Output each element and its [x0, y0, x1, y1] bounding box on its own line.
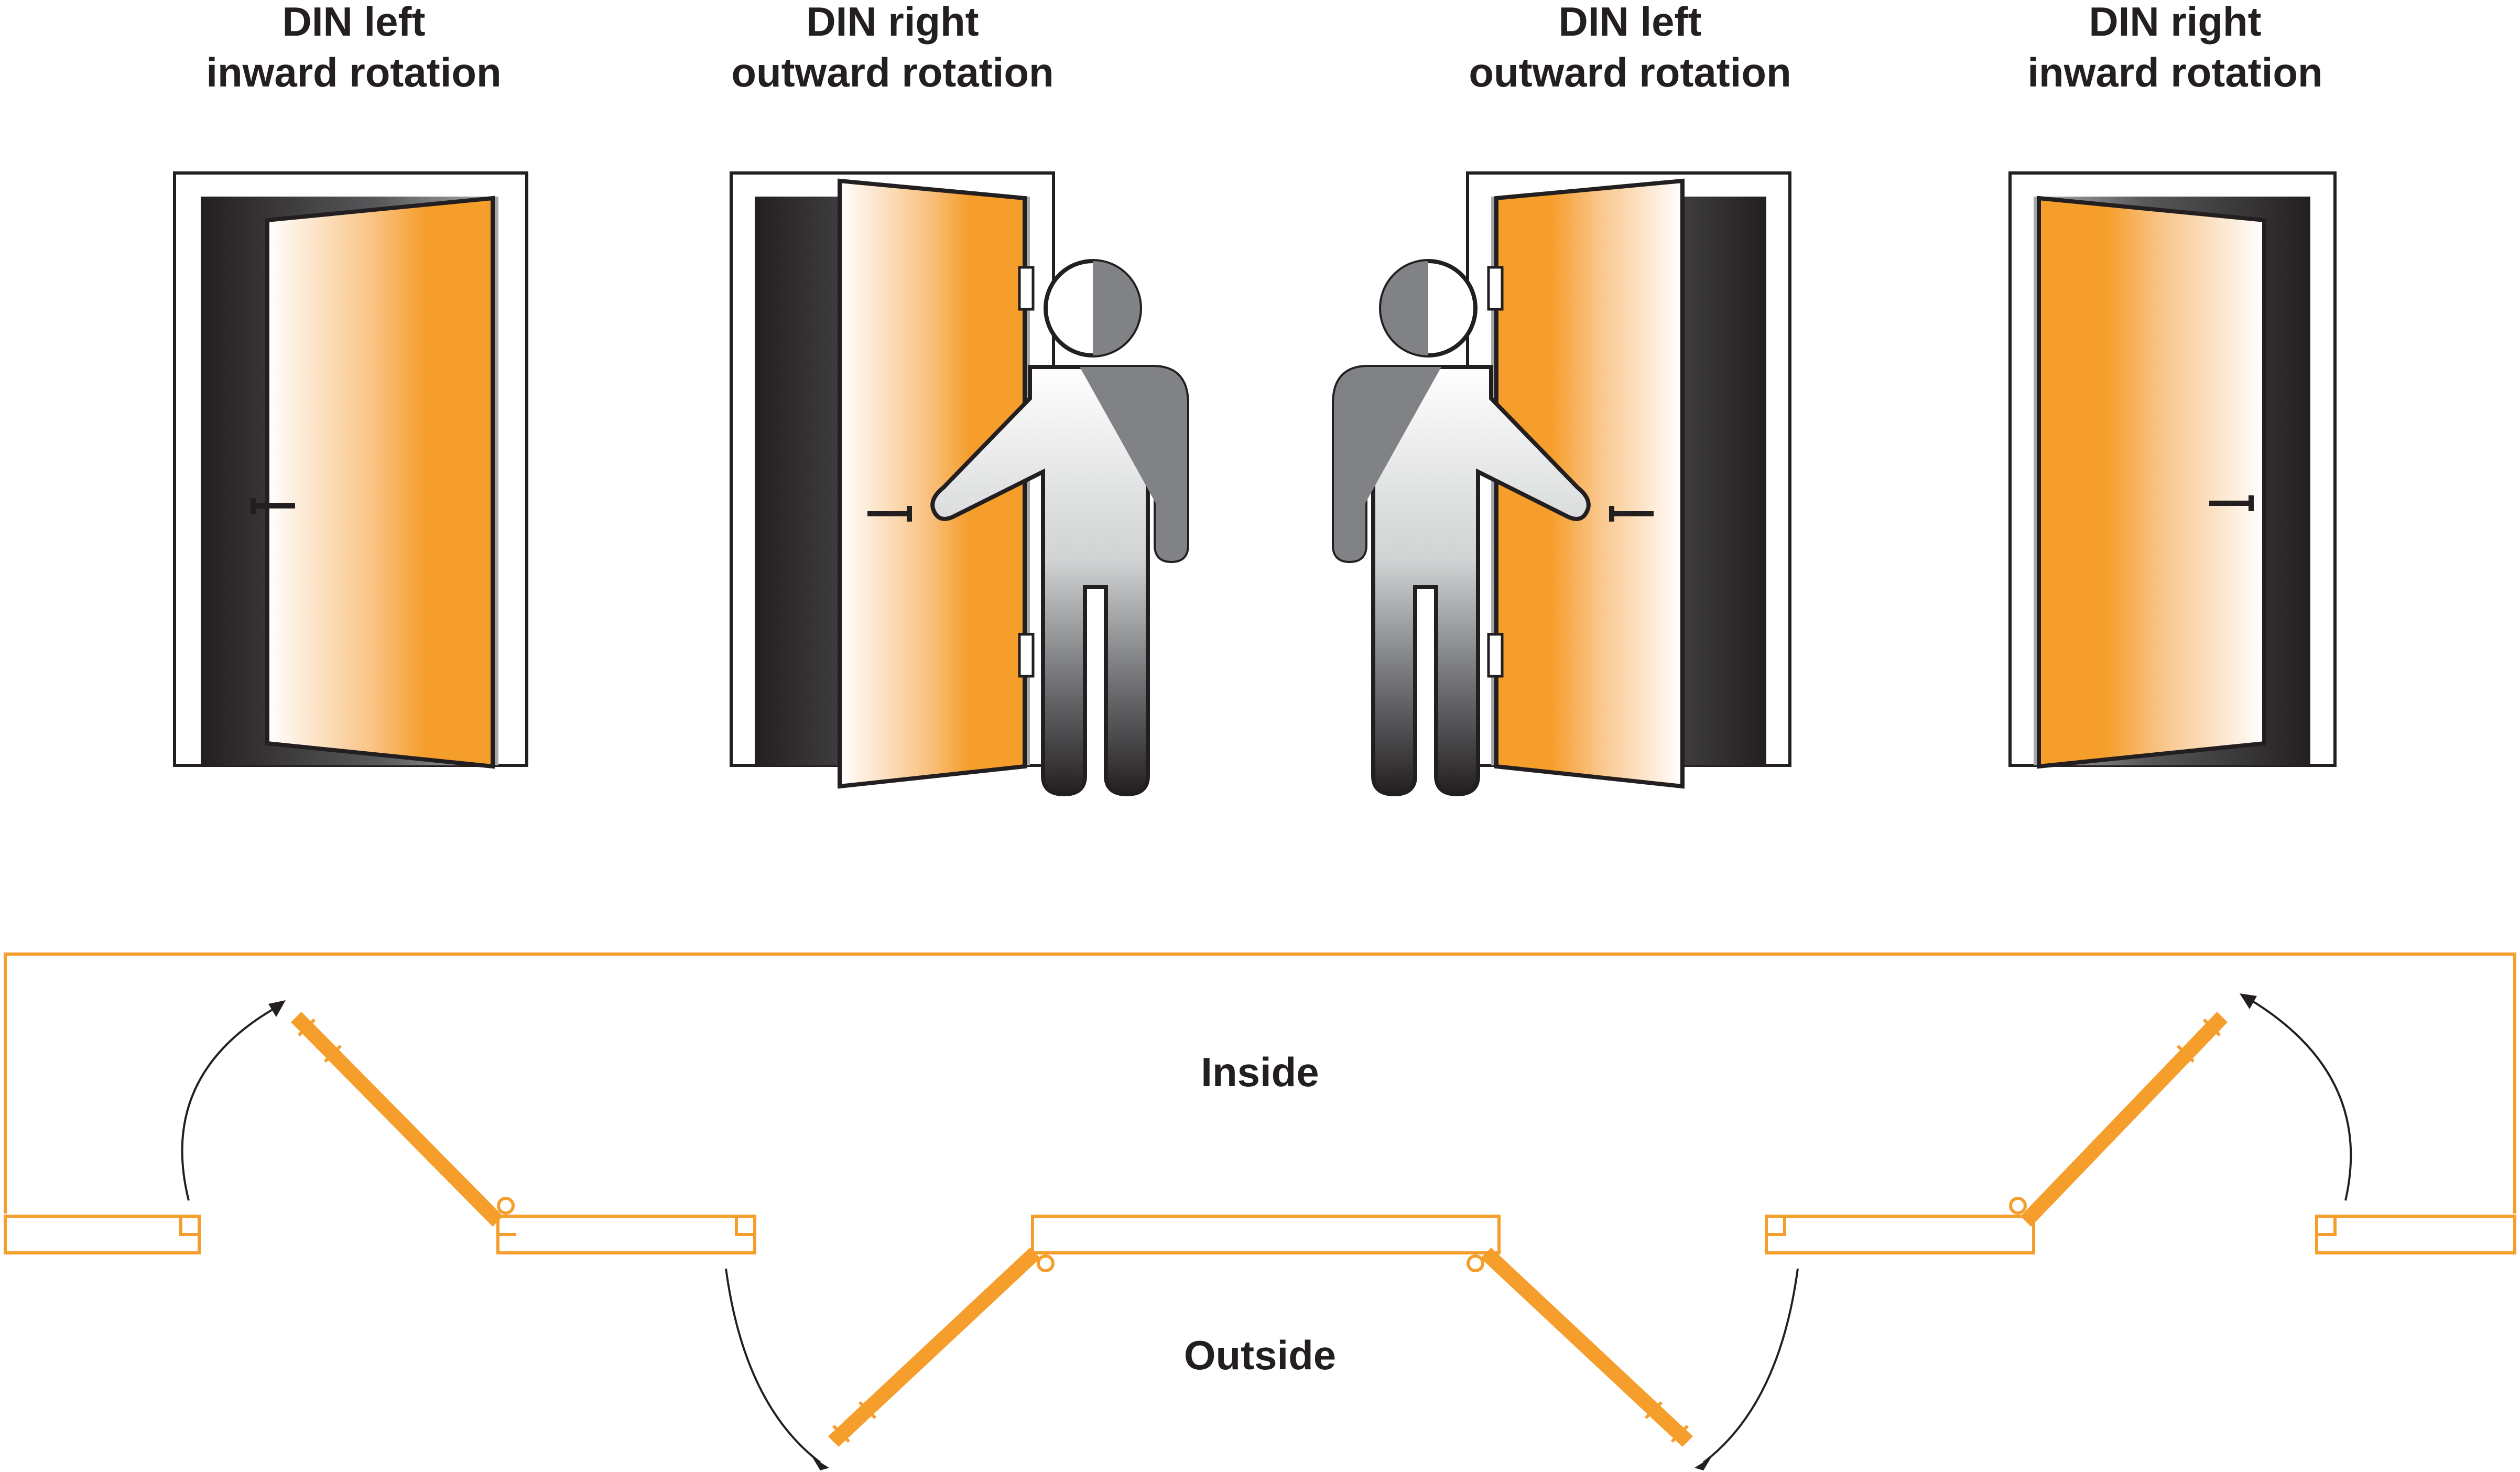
floor-plan: Inside Outside [4, 953, 2516, 1470]
door-2-illustration [730, 171, 1189, 797]
handle-icon [2209, 501, 2254, 506]
door-leaf [1494, 178, 1685, 789]
wall-segment [496, 1215, 756, 1254]
wall-segment [1765, 1215, 2035, 1254]
wall-segment [2315, 1215, 2516, 1254]
swing-arrow-icon [725, 1268, 829, 1470]
wall-segment [1031, 1215, 1501, 1254]
door-1-illustration [173, 171, 528, 769]
hinge-icon [1018, 266, 1035, 311]
door-3-title-line1: DIN left [1559, 0, 1702, 45]
door-4-title-line1: DIN right [2089, 0, 2261, 45]
door-3-title-line2: outward rotation [1469, 49, 1791, 95]
person-icon [1332, 259, 1591, 797]
swing-arrow-icon [2240, 993, 2352, 1201]
handle-icon [251, 503, 295, 508]
door-2-plan-leaf [828, 1248, 1055, 1447]
handle-icon [1609, 511, 1654, 516]
door-4-title-line2: inward rotation [2027, 49, 2322, 95]
door-1-plan-leaf [291, 1012, 515, 1227]
door-4-plan-leaf [2009, 1012, 2228, 1227]
door-leaf [2037, 196, 2266, 769]
door-2-title-line1: DIN right [806, 0, 979, 45]
door-leaf [265, 196, 495, 769]
person-icon [930, 259, 1189, 797]
door-3-plan-leaf [1467, 1248, 1693, 1447]
swing-arrow-icon [1695, 1268, 1799, 1470]
wall-segment [4, 1215, 201, 1254]
hinge-icon [1487, 266, 1504, 311]
door-1-title-line2: inward rotation [206, 49, 501, 95]
door-2-title-line2: outward rotation [731, 49, 1053, 95]
hinge-icon [1487, 633, 1504, 678]
hinge-icon [1018, 633, 1035, 678]
swing-arrow-icon [181, 1000, 286, 1201]
inside-label: Inside [1201, 1049, 1319, 1095]
door-leaf [838, 178, 1027, 789]
door-3-illustration [1332, 171, 1791, 797]
door-1-title-line1: DIN left [283, 0, 426, 45]
handle-icon [867, 511, 912, 516]
door-4-illustration [2008, 171, 2337, 769]
outside-label: Outside [1184, 1332, 1336, 1378]
room-outline [4, 953, 2516, 1214]
